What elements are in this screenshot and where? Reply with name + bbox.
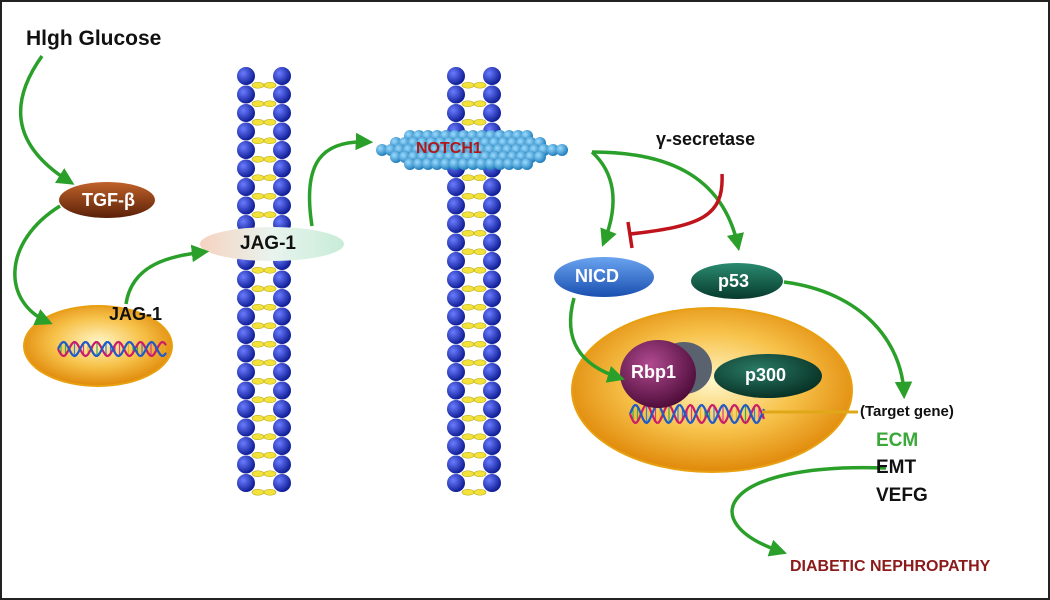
tgf-beta-label: TGF-β <box>82 190 135 210</box>
arrow-jag-to-notch <box>307 132 374 227</box>
dna-helix-left <box>57 340 167 358</box>
diabetic-nephropathy-label: DIABETIC NEPHROPATHY <box>790 558 991 575</box>
arrow-jag-nucleus-to-membrane <box>124 244 210 305</box>
notch1-receptor <box>376 130 568 170</box>
cell-membrane-left <box>237 67 291 496</box>
ecm-label: ECM <box>876 430 919 451</box>
inhibition-bar <box>626 221 634 249</box>
rbp1-label: Rbp1 <box>631 362 676 382</box>
tgf-beta-protein <box>59 182 155 218</box>
gamma-secretase-label: γ-secretase <box>656 129 756 149</box>
target-gene-label: (Target gene) <box>860 403 954 420</box>
inhibition-line <box>629 173 724 236</box>
arrow-nicd-to-rbp1 <box>568 297 626 383</box>
arrow-p53-to-target <box>783 280 913 400</box>
dna-helix-right <box>628 403 766 425</box>
jag1-membrane-protein <box>200 227 344 261</box>
arrow-glucose-to-tgf <box>18 54 75 185</box>
p300-label: p300 <box>745 365 787 385</box>
arrow-tgf-to-nucleus <box>13 204 61 326</box>
arrow-notch-to-p53 <box>591 150 744 252</box>
p53-label: p53 <box>718 271 750 291</box>
nicd-label: NICD <box>575 266 619 286</box>
rbp1-protein <box>620 340 696 408</box>
nicd-protein <box>554 257 654 297</box>
vefg-label: VEFG <box>876 485 928 506</box>
high-glucose-label: Hlgh Glucose <box>26 27 162 50</box>
jag1-membrane-label: JAG-1 <box>240 233 296 254</box>
p53-protein <box>691 263 783 299</box>
notch1-label: NOTCH1 <box>416 140 482 157</box>
arrow-target-to-nephropathy <box>730 465 887 557</box>
nucleus-right <box>571 307 853 473</box>
jag1-nucleus-label: JAG-1 <box>109 304 163 324</box>
arrow-notch-to-nicd <box>590 150 617 247</box>
emt-label: EMT <box>876 457 917 478</box>
nucleus-left <box>23 305 173 387</box>
p300-protein <box>714 354 822 398</box>
